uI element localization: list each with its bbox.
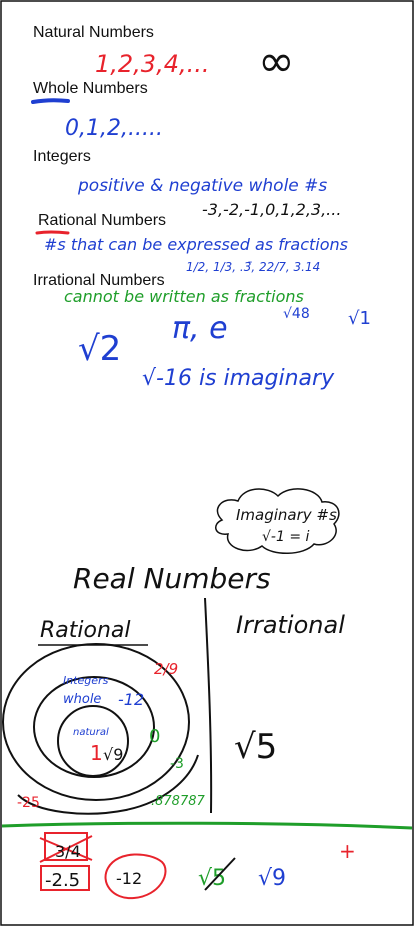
ink-real-numbers: Real Numbers [73, 562, 271, 595]
ink-bottom-sqrt5: √5 [198, 866, 226, 891]
ink-bottom-neg25: -2.5 [45, 870, 80, 891]
ink-bottom-fraction: 3/4 [55, 842, 81, 861]
heading-integers: Integers [33, 148, 91, 165]
heading-irrational-numbers: Irrational Numbers [33, 272, 165, 289]
ink-sqrt9-inner: √9 [103, 745, 123, 764]
green-divider [1, 821, 413, 830]
ink-integers-label: Integers [63, 674, 109, 687]
ink-two-ninths: 2/9 [154, 660, 178, 678]
ink-irrational-heading: Irrational [236, 611, 345, 639]
ellipse-integers [2, 643, 190, 801]
ink-fraction-examples: 1/2, 1/3, .3̄, 22/7, 3.14 [186, 260, 320, 274]
rational-irrational-divider [204, 597, 213, 814]
ink-sqrt5: √5 [234, 727, 277, 767]
ink-bottom-plus: + [339, 839, 356, 863]
heading-rational-numbers: Rational Numbers [38, 212, 167, 229]
frac-box [44, 832, 88, 861]
ink-expressed-fractions: #s that can be expressed as fractions [44, 235, 348, 254]
ellipse-whole [33, 676, 155, 778]
outer-rational-arc [17, 754, 199, 815]
ink-bottom-sqrt9: √9 [258, 866, 286, 891]
ink-sqrt-neg16: √-16 is imaginary [142, 366, 335, 391]
ink-whole-label: whole [63, 692, 101, 707]
ellipse-natural [57, 705, 129, 777]
ink-neg12: -12 [118, 690, 144, 709]
ink-bottom-neg12: -12 [116, 869, 142, 888]
ink-repeating-decimal: .878787 [151, 794, 205, 809]
ink-sqrt1: √1 [348, 308, 371, 329]
frac-cross [39, 835, 93, 863]
ink-positive-negative: positive & negative whole #s [77, 176, 327, 196]
imaginary-cloud [215, 488, 340, 554]
ink-natural-label: natural [73, 727, 109, 738]
ink-infinity: ∞ [258, 36, 295, 87]
rational-underline [35, 230, 70, 235]
ink-pi-e: π, e [172, 311, 228, 346]
ink-imaginary-b: √-1 = i [262, 529, 310, 545]
ink-integer-list: -3,-2,-1,0,1,2,3,... [202, 200, 341, 219]
ink-neg3: -3 [170, 756, 184, 772]
whole-underline [31, 98, 70, 104]
ink-natural-list: 1,2,3,4,... [95, 50, 209, 78]
neg25-box [40, 865, 90, 891]
ink-whole-list: 0,1,2,..... [65, 116, 163, 141]
sqrt5-slash [204, 857, 236, 891]
ink-imaginary-a: Imaginary #s [236, 506, 337, 524]
heading-whole-numbers: Whole Numbers [33, 80, 148, 97]
ink-rational-heading: Rational [40, 618, 131, 643]
ink-zero: 0 [149, 726, 160, 747]
ink-cannot-fractions: cannot be written as fractions [64, 287, 304, 306]
ink-sqrt48: √48 [283, 306, 310, 322]
ink-sqrt2: √2 [78, 329, 121, 369]
neg12-loop [104, 853, 167, 900]
heading-natural-numbers: Natural Numbers [33, 24, 154, 41]
ink-one: 1 [90, 741, 103, 765]
ink-neg25: -25 [17, 795, 40, 811]
